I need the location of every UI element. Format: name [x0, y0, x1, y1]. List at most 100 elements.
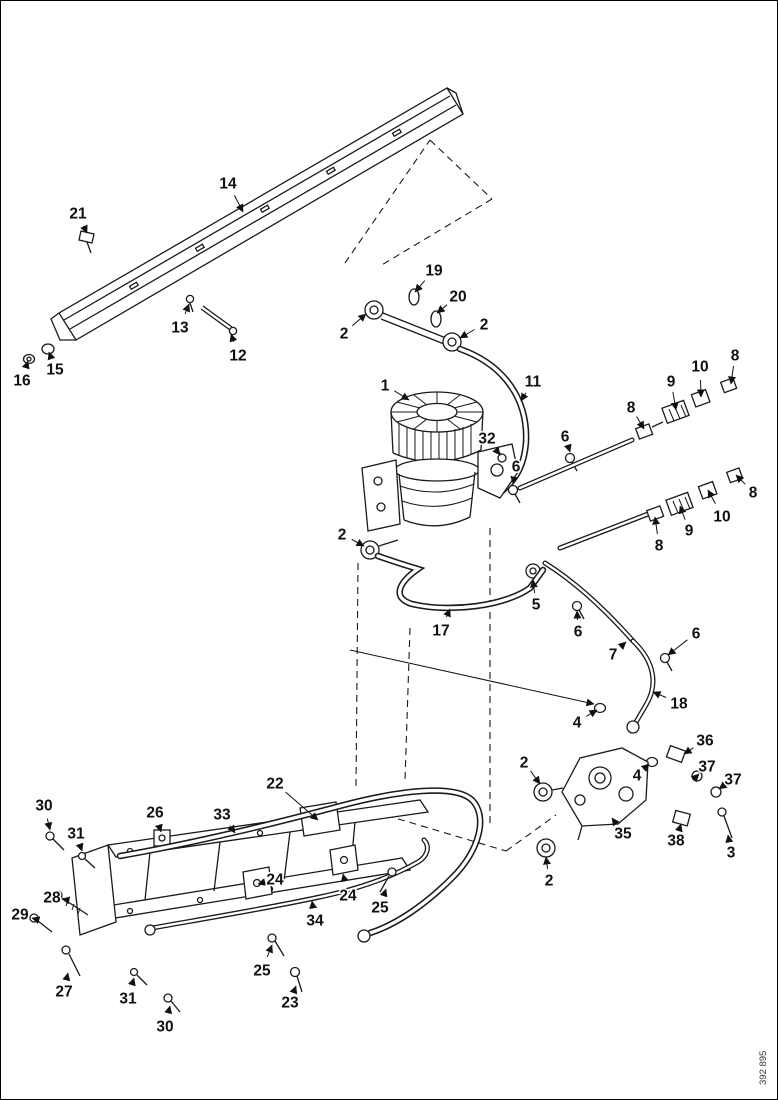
callout-label-9-15: 9: [667, 374, 676, 391]
bolt-part-28: [53, 890, 63, 900]
cap-part-8b: [719, 377, 738, 394]
filter-head-port: [477, 443, 519, 499]
callout-label-23-54: 23: [281, 995, 299, 1012]
callout-leader-8-14: [636, 416, 645, 430]
callout-leader-31-44: [75, 842, 84, 852]
callout-leader-30-55: [164, 1005, 173, 1015]
callout-leader-38-37: [674, 823, 683, 833]
callout-label-28-45: 28: [43, 890, 61, 907]
callout-label-1-10: 1: [381, 378, 390, 395]
fitting-part-36: [665, 744, 687, 764]
callout-label-30-55: 30: [156, 1019, 173, 1036]
callout-label-8-17: 8: [731, 348, 740, 365]
callout-label-36-32: 36: [696, 733, 714, 750]
callout-leader-26-41: [154, 823, 163, 833]
callout-label-6-22: 6: [512, 459, 521, 476]
callout-leader-19-6: [414, 280, 426, 293]
fitting-part-2-lower: [360, 539, 399, 560]
filter-bracket: [361, 459, 401, 532]
callout-leader-36-32: [683, 746, 694, 755]
callout-label-2-39: 2: [545, 873, 554, 890]
callout-label-38-37: 38: [667, 833, 685, 850]
callout-label-32-12: 32: [478, 431, 495, 448]
washer-part-16: [22, 353, 36, 365]
ring-part-20: [430, 310, 442, 328]
callout-label-26-41: 26: [146, 805, 164, 822]
fitting-part-2b: [442, 332, 462, 352]
callout-label-13-2: 13: [171, 320, 189, 337]
callout-leader-9-20: [678, 505, 687, 520]
callout-label-31-44: 31: [67, 826, 85, 843]
callout-leader-8-18: [735, 474, 746, 485]
callout-leader-33-42: [227, 824, 236, 834]
callout-label-35-36: 35: [614, 826, 632, 843]
callout-leader-25-51: [265, 944, 273, 958]
long-leader-line: [349, 649, 595, 707]
callout-label-6-25: 6: [574, 624, 583, 641]
callout-leader-6-25: [573, 610, 582, 621]
clamp-part-26: [153, 829, 171, 847]
callout-label-6-28: 6: [692, 626, 701, 643]
nut-part-8a: [634, 423, 654, 440]
tube-part-34: [144, 837, 430, 936]
callout-label-27-52: 27: [55, 984, 72, 1001]
callout-label-22-40: 22: [266, 776, 283, 793]
callout-label-37-33: 37: [698, 759, 715, 776]
callout-leader-4-31: [640, 763, 650, 773]
callout-leader-6-22: [510, 475, 519, 485]
callout-leader-2-8: [351, 313, 367, 327]
bolt-part-30b: [163, 993, 173, 1003]
callout-leader-30-43: [44, 818, 53, 831]
bolt-part-30a: [45, 831, 55, 841]
callout-leader-34-49: [309, 900, 318, 910]
callout-leader-8-21: [652, 516, 661, 535]
callout-label-10-16: 10: [691, 359, 708, 376]
callout-leader-4-30: [586, 709, 598, 718]
callout-leader-2-9: [459, 329, 475, 339]
callout-leader-12-3: [229, 333, 238, 343]
fitting-part-9b: [665, 491, 694, 517]
callout-leader-23-54: [289, 985, 298, 995]
callout-label-25-51: 25: [253, 963, 271, 980]
callout-label-14-0: 14: [219, 176, 237, 193]
bracket-part-24a: [242, 866, 273, 900]
callout-leader-3-38: [725, 834, 734, 844]
callout-leader-1-10: [394, 390, 410, 401]
footer-code: 392 895: [758, 1051, 769, 1085]
callout-leader-37-34: [718, 781, 728, 790]
callout-label-11-11: 11: [525, 374, 542, 391]
fitting-set-lower-right: [557, 467, 744, 551]
callout-label-2-35: 2: [520, 755, 529, 772]
callout-label-2-23: 2: [338, 527, 347, 544]
callout-leader-20-7: [436, 304, 448, 314]
callout-label-16-5: 16: [13, 373, 31, 390]
callout-leader-21-1: [80, 224, 88, 234]
callout-leader-25-50: [379, 888, 388, 898]
callout-label-24-47: 24: [266, 872, 284, 889]
tube-part-17: [374, 552, 547, 612]
bolt-part-27: [61, 945, 71, 955]
fitting-part-2d: [536, 838, 556, 858]
callout-leader-13-2: [182, 303, 191, 315]
washer-part-31a: [77, 851, 87, 861]
callout-leader-11-11: [520, 392, 529, 402]
callout-leader-10-19: [707, 489, 716, 504]
callout-leader-15-4: [47, 351, 56, 361]
fitting-part-9a: [661, 399, 690, 425]
callout-label-4-31: 4: [633, 768, 642, 785]
callout-leader-6-13: [563, 443, 572, 453]
callout-leader-28-45: [61, 896, 71, 905]
callout-label-15-4: 15: [46, 362, 64, 379]
tube-part-7: [542, 560, 636, 644]
callout-leader-24-47: [257, 878, 267, 886]
callout-label-21-1: 21: [69, 206, 87, 223]
projection-dashed-lines: [344, 139, 557, 852]
callout-label-6-13: 6: [561, 429, 570, 446]
callout-label-31-53: 31: [119, 991, 137, 1008]
bolt-part-25a: [387, 867, 397, 877]
washer-part-31b: [129, 967, 139, 977]
washer-part-37b: [710, 786, 722, 798]
callout-leader-27-52: [62, 972, 71, 982]
